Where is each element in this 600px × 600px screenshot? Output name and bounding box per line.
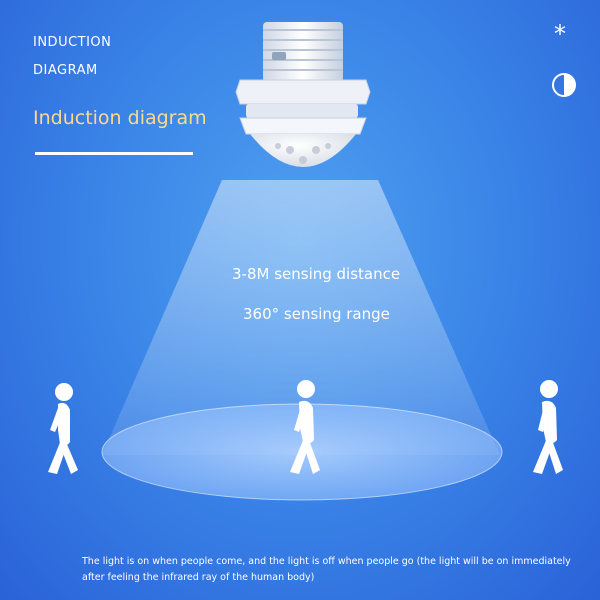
sensing-beam — [102, 180, 500, 455]
half-circle-icon[interactable] — [551, 72, 577, 102]
pir-sensor-icon — [235, 22, 371, 167]
page-subtitle: Induction diagram — [33, 107, 207, 129]
header-line-1: INDUCTION — [33, 35, 112, 50]
person-right — [533, 380, 563, 474]
person-left — [48, 383, 78, 474]
sensing-range-label: 360° sensing range — [243, 305, 390, 323]
person-center — [290, 380, 320, 474]
header-line-2: DIAGRAM — [33, 63, 98, 78]
caption-text: The light is on when people come, and th… — [82, 556, 571, 583]
asterisk-icon[interactable]: * — [554, 20, 566, 48]
subtitle-underline — [35, 152, 193, 155]
sensing-distance-label: 3-8M sensing distance — [232, 265, 401, 283]
